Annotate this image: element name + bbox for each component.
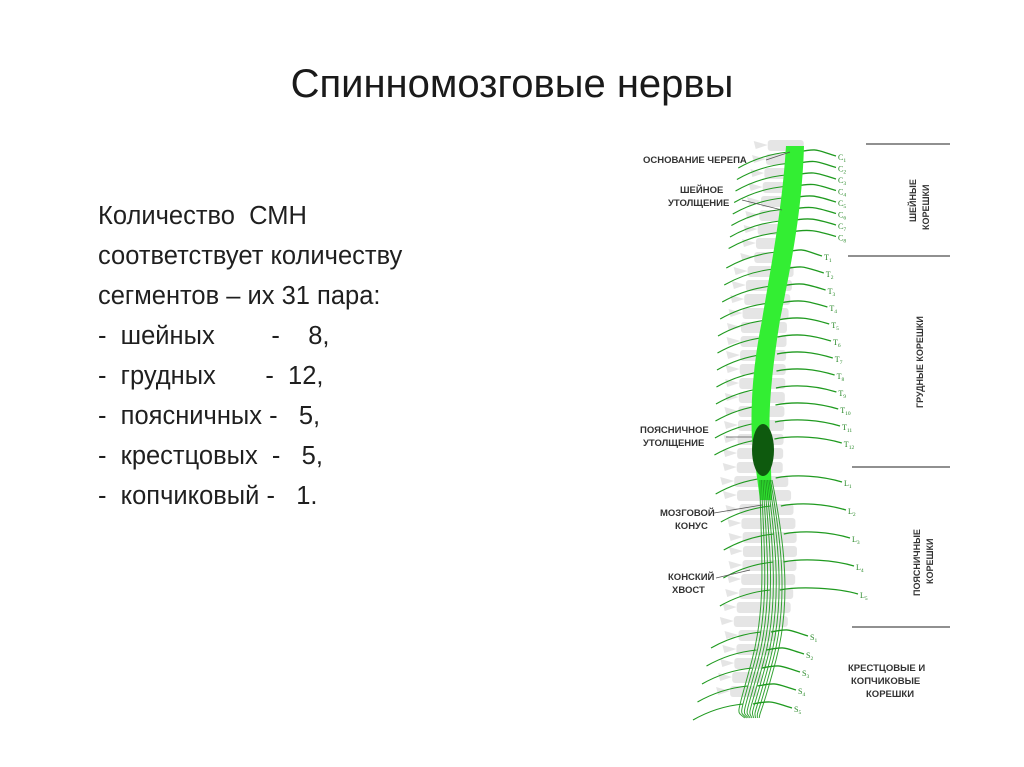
nerve-root-right	[771, 630, 808, 636]
segment-label: T5	[831, 321, 839, 332]
segment-label: C1	[838, 153, 846, 164]
segment-label: L5	[860, 591, 868, 602]
segment-label: T4	[829, 304, 837, 315]
label-conus-1: МОЗГОВОЙ	[660, 507, 715, 519]
nerve-root-left	[693, 704, 743, 720]
lumbar-enlargement	[752, 424, 774, 476]
segment-label: C4	[838, 188, 846, 199]
segment-label: T7	[835, 355, 843, 366]
vertebra-process	[729, 547, 743, 555]
segment-label: L3	[852, 535, 860, 546]
vertebra-process	[729, 561, 743, 569]
segment-label: S5	[794, 705, 801, 716]
segment-label: T9	[838, 389, 846, 400]
segment-label: T6	[833, 338, 841, 349]
label-lumbar-enlargement-1: ПОЯСНИЧНОЕ	[640, 425, 709, 436]
segment-label: L1	[844, 479, 852, 490]
nerve-root-right	[798, 150, 836, 156]
vertebra-process	[723, 463, 737, 471]
vertebra-process	[754, 141, 768, 149]
vertebra-process	[727, 519, 741, 527]
segment-label: C8	[838, 234, 846, 245]
label-cervical-enlargement-2: УТОЛЩЕНИЕ	[668, 198, 729, 209]
vertebra-process	[723, 603, 737, 611]
vertebra-process	[725, 589, 739, 597]
segment-label: C2	[838, 165, 846, 176]
vertebra-process	[732, 281, 746, 289]
vertebra-process	[720, 617, 734, 625]
segment-label: C6	[838, 211, 846, 222]
segment-label: T12	[844, 440, 855, 451]
segment-label: T10	[840, 406, 851, 417]
label-sacral-roots-3: КОРЕШКИ	[866, 689, 914, 700]
segment-label: S4	[798, 687, 805, 698]
vertebra-process	[720, 477, 734, 485]
vertebra-process	[723, 449, 737, 457]
segment-label: T11	[842, 423, 852, 434]
segment-label: S2	[806, 651, 813, 662]
label-skull-base: ОСНОВАНИЕ ЧЕРЕПА	[643, 155, 747, 166]
segment-label: L4	[856, 563, 864, 574]
label-conus-2: КОНУС	[675, 521, 708, 532]
label-cervical-roots-1: ШЕЙНЫЕ	[907, 179, 918, 222]
vertebra-process	[725, 379, 739, 387]
segment-label: C5	[838, 199, 846, 210]
nerve-root-right	[776, 386, 836, 392]
vertebra-process	[726, 351, 740, 359]
vertebra-process	[726, 365, 740, 373]
vertebra-process	[734, 267, 748, 275]
label-lumbar-enlargement-2: УТОЛЩЕНИЕ	[643, 438, 704, 449]
segment-label: S1	[810, 633, 817, 644]
vertebra-process	[742, 239, 756, 247]
nerve-root-right	[753, 702, 792, 708]
vertebra-process	[723, 491, 737, 499]
vertebra-process	[725, 631, 739, 639]
vertebra-process	[749, 183, 763, 191]
nerve-root-right	[775, 403, 838, 409]
nerve-root-right	[774, 437, 841, 443]
vertebra-process	[724, 421, 738, 429]
vertebra-process	[727, 575, 741, 583]
label-sacral-roots-1: КРЕСТЦОВЫЕ И	[848, 663, 925, 674]
segment-label: C7	[838, 222, 846, 233]
label-cauda-2: ХВОСТ	[672, 585, 705, 596]
segment-labels: C1C2C3C4C5C6C7C8T1T2T3T4T5T6T7T8T9T10T11…	[794, 153, 868, 716]
segment-label: T3	[828, 287, 836, 298]
segment-label: T2	[826, 270, 834, 281]
label-lumbar-roots-1: ПОЯСНИЧНЫЕ	[912, 529, 922, 596]
vertebra-process	[724, 435, 738, 443]
label-thoracic-roots: ГРУДНЫЕ КОРЕШКИ	[915, 316, 925, 408]
nerve-root-right	[775, 420, 840, 426]
segment-label: T8	[837, 372, 845, 383]
segment-label: C3	[838, 176, 846, 187]
segment-label: L2	[848, 507, 856, 518]
label-cauda-1: КОНСКИЙ	[668, 571, 715, 583]
segment-label: S3	[802, 669, 809, 680]
vertebra	[741, 574, 795, 585]
vertebra-process	[722, 645, 736, 653]
label-cervical-enlargement-1: ШЕЙНОЕ	[680, 184, 723, 196]
vertebra-process	[729, 533, 743, 541]
segment-label: T1	[824, 253, 832, 264]
label-lumbar-roots-2: КОРЕШКИ	[925, 538, 935, 584]
label-sacral-roots-2: КОПЧИКОВЫЕ	[851, 676, 920, 687]
vertebra-process	[720, 659, 734, 667]
label-cervical-roots-2: КОРЕШКИ	[921, 184, 931, 230]
